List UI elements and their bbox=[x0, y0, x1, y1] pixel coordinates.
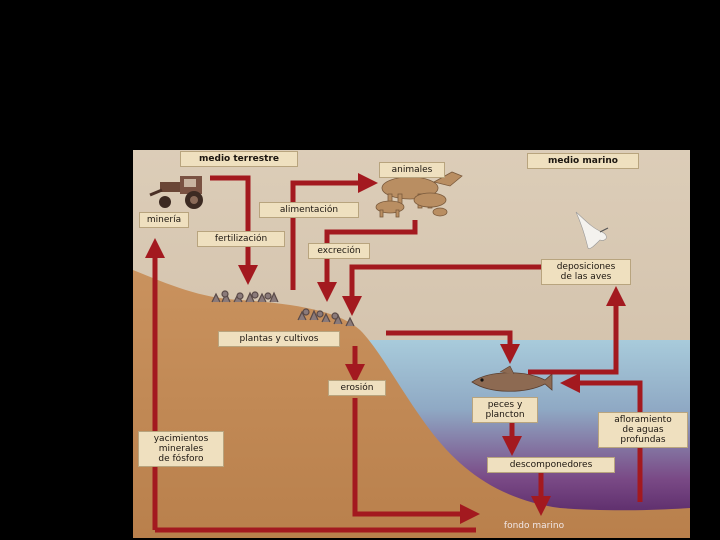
arrow-peces-a-aves bbox=[528, 286, 626, 375]
animals-icon bbox=[375, 171, 463, 218]
label-peces: peces y plancton bbox=[472, 397, 538, 423]
label-descomponedores: descomponedores bbox=[487, 457, 615, 473]
label-medio-terrestre: medio terrestre bbox=[180, 151, 298, 167]
label-deposiciones: deposiciones de las aves bbox=[541, 259, 631, 285]
bird-icon bbox=[575, 211, 609, 249]
label-plantas: plantas y cultivos bbox=[218, 331, 340, 347]
label-alimentacion: alimentación bbox=[259, 202, 359, 218]
label-afloramiento: afloramiento de aguas profundas bbox=[598, 412, 688, 448]
fish-icon bbox=[471, 365, 553, 392]
label-mineria: minería bbox=[139, 212, 189, 228]
label-excrecion: excreción bbox=[308, 243, 370, 259]
label-medio-marino: medio marino bbox=[527, 153, 639, 169]
label-yacimientos: yacimientos minerales de fósforo bbox=[138, 431, 224, 467]
label-animales: animales bbox=[379, 162, 445, 178]
arrow-plantas-a-peces bbox=[386, 330, 520, 364]
label-fondo-marino: fondo marino bbox=[503, 521, 565, 531]
arrow-alimentacion bbox=[290, 173, 378, 290]
arrow-deposiciones-a-plantas bbox=[342, 264, 548, 316]
label-erosion: erosión bbox=[328, 380, 386, 396]
label-fertilizacion: fertilización bbox=[197, 231, 285, 247]
arrow-excrecion bbox=[317, 220, 418, 302]
arrow-erosion-a-fondo bbox=[352, 398, 480, 524]
tractor-icon bbox=[149, 176, 203, 209]
plants-icon bbox=[211, 290, 355, 327]
arrow-afloramiento-a-peces bbox=[560, 373, 643, 502]
